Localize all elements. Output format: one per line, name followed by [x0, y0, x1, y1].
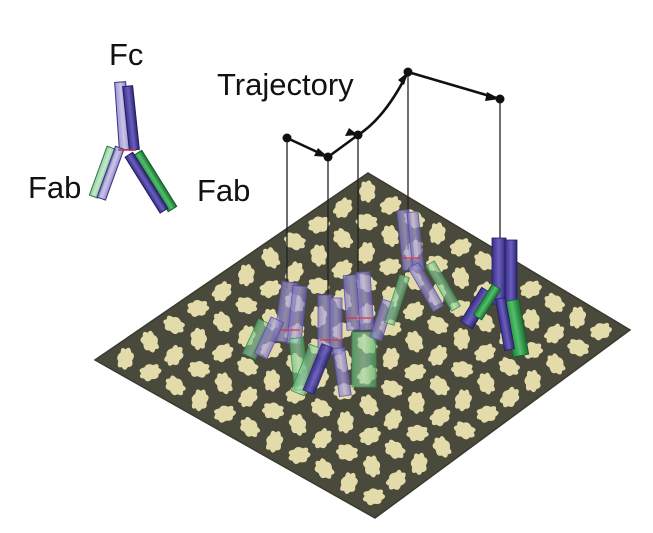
trajectory-droplines: [286, 72, 501, 300]
fab-right-label: Fab: [197, 173, 250, 208]
fab-left-label: Fab: [28, 170, 81, 205]
antibody-position-4: [396, 209, 461, 313]
trajectory-points: [282, 67, 505, 162]
antibody-legend-icon: [88, 81, 178, 214]
fc-label: Fc: [109, 37, 143, 72]
antibody-position-1: [242, 280, 310, 392]
antibody-position-3: [342, 271, 410, 388]
antibody-position-2: [290, 294, 352, 398]
antibody-position-5: [459, 237, 530, 358]
trajectory-label: Trajectory: [217, 67, 354, 102]
